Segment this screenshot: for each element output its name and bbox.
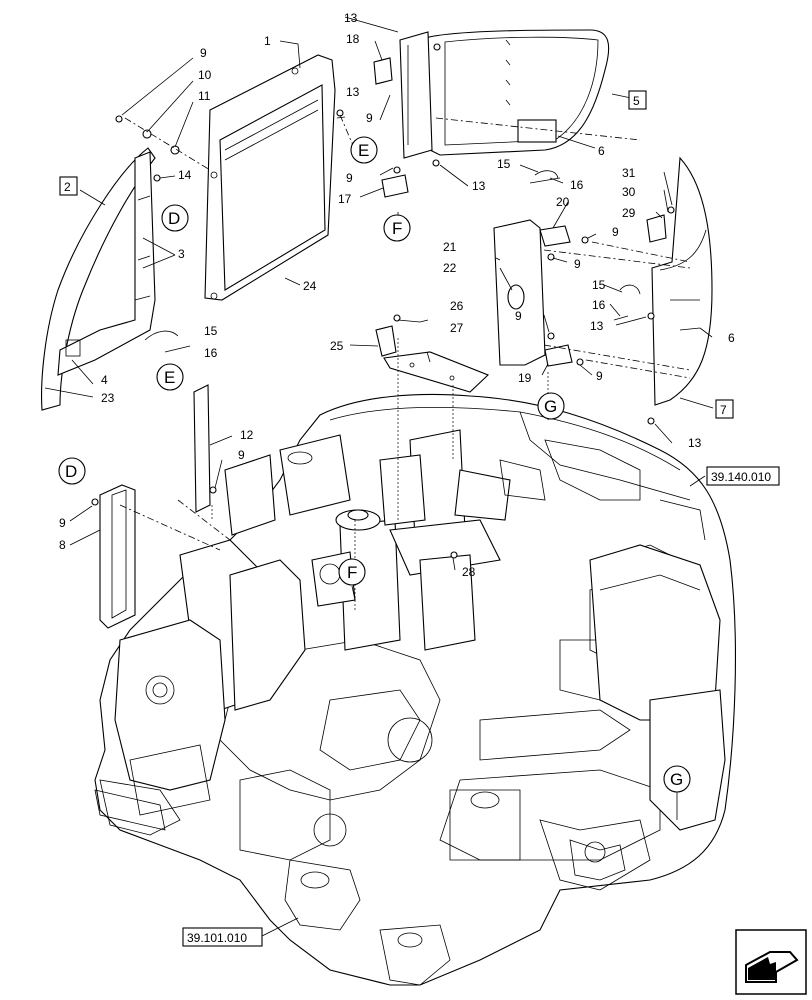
callout-15: 15 bbox=[592, 278, 606, 292]
part-24-screen bbox=[204, 54, 336, 301]
callout-27: 27 bbox=[450, 321, 464, 335]
callout-16: 16 bbox=[204, 346, 218, 360]
callout-13: 13 bbox=[346, 85, 360, 99]
callout-13: 13 bbox=[344, 11, 358, 25]
callout-9: 9 bbox=[238, 448, 245, 462]
callout-9: 9 bbox=[612, 225, 619, 239]
circle-ref-E: E bbox=[358, 141, 369, 160]
leader-lines bbox=[44, 16, 714, 937]
callout-30: 30 bbox=[622, 185, 636, 199]
part-8-duct bbox=[99, 484, 136, 629]
callout-10: 10 bbox=[198, 68, 212, 82]
callout-9: 9 bbox=[346, 171, 353, 185]
part-12-strip bbox=[193, 384, 211, 513]
callout-9: 9 bbox=[59, 516, 66, 530]
callout-3: 3 bbox=[178, 247, 185, 261]
callout-6: 6 bbox=[728, 331, 735, 345]
upper-frame-structure bbox=[94, 393, 736, 986]
boxed-callouts: 2 5 7 bbox=[59, 90, 734, 419]
callout-9: 9 bbox=[596, 369, 603, 383]
circle-ref-D: D bbox=[65, 462, 77, 481]
part-5-door bbox=[399, 29, 610, 159]
callout-17: 17 bbox=[338, 192, 352, 206]
callout-9: 9 bbox=[200, 46, 207, 60]
callout-23: 23 bbox=[101, 391, 115, 405]
callout-28: 28 bbox=[462, 565, 476, 579]
circle-ref-F: F bbox=[392, 219, 402, 238]
callout-22: 22 bbox=[443, 261, 457, 275]
callout-14: 14 bbox=[178, 168, 192, 182]
callout-9: 9 bbox=[574, 257, 581, 271]
callout-8: 8 bbox=[59, 538, 66, 552]
boxed-callout-5: 5 bbox=[633, 94, 640, 108]
callout-26: 26 bbox=[450, 299, 464, 313]
circle-ref-F: F bbox=[347, 563, 357, 582]
boxed-callout-2: 2 bbox=[64, 180, 71, 194]
callout-13: 13 bbox=[472, 179, 486, 193]
section-ref-39-101-010: 39.101.010 bbox=[187, 931, 247, 945]
callout-labels: 1 9 10 11 14 3 15 16 4 23 24 13 18 13 9 … bbox=[59, 11, 735, 579]
callout-1: 1 bbox=[264, 34, 271, 48]
circle-ref-E: E bbox=[164, 368, 175, 387]
boxed-callout-7: 7 bbox=[720, 403, 727, 417]
callout-16: 16 bbox=[592, 298, 606, 312]
part-6-right-panel bbox=[651, 156, 713, 406]
callout-13: 13 bbox=[590, 319, 604, 333]
callout-11: 11 bbox=[198, 89, 211, 103]
arrow-icon[interactable] bbox=[735, 929, 807, 995]
section-ref-39-140-010: 39.140.010 bbox=[711, 470, 771, 484]
callout-13: 13 bbox=[688, 436, 702, 450]
assembly-lines bbox=[119, 114, 691, 610]
circled-references: D D E E F F G G bbox=[58, 136, 691, 793]
callout-6: 6 bbox=[598, 144, 605, 158]
circle-ref-D: D bbox=[168, 209, 180, 228]
callout-15: 15 bbox=[497, 157, 511, 171]
section-references: 39.140.010 39.101.010 bbox=[182, 466, 780, 947]
part-27-plate bbox=[383, 351, 490, 393]
callout-16: 16 bbox=[570, 178, 584, 192]
callout-12: 12 bbox=[240, 428, 254, 442]
callout-20: 20 bbox=[556, 195, 570, 209]
brackets-hardware bbox=[91, 43, 675, 559]
circle-ref-G: G bbox=[670, 770, 683, 789]
callout-9: 9 bbox=[366, 111, 373, 125]
part-21-cover bbox=[493, 219, 546, 366]
callout-19: 19 bbox=[518, 371, 532, 385]
callout-18: 18 bbox=[346, 32, 360, 46]
callout-9: 9 bbox=[515, 309, 522, 323]
part-2-left-panel bbox=[41, 147, 156, 411]
callout-29: 29 bbox=[622, 206, 636, 220]
callout-31: 31 bbox=[622, 166, 636, 180]
callout-4: 4 bbox=[101, 373, 108, 387]
callout-25: 25 bbox=[330, 339, 344, 353]
callout-21: 21 bbox=[443, 240, 457, 254]
callout-24: 24 bbox=[303, 279, 317, 293]
circle-ref-G: G bbox=[544, 397, 557, 416]
callout-15: 15 bbox=[204, 324, 218, 338]
